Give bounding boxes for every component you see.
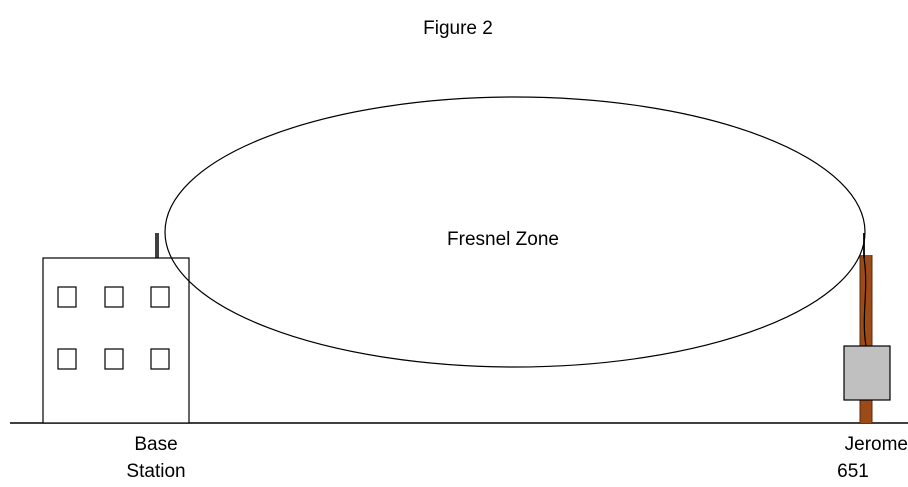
jerome-label-line2: 651 bbox=[818, 460, 888, 483]
building-window bbox=[105, 349, 123, 369]
building-window bbox=[58, 287, 76, 307]
utility-pole bbox=[844, 233, 890, 423]
base-station-label-line1: Base bbox=[116, 433, 196, 456]
base-antenna bbox=[156, 233, 158, 258]
equipment-box bbox=[844, 346, 890, 400]
building-window bbox=[58, 349, 76, 369]
building-window bbox=[151, 287, 169, 307]
building-window bbox=[151, 349, 169, 369]
building-body bbox=[43, 258, 189, 423]
fresnel-zone-label: Fresnel Zone bbox=[413, 228, 593, 251]
jerome-label-line1: Jerome bbox=[818, 433, 908, 456]
building-window bbox=[105, 287, 123, 307]
figure-title: Figure 2 bbox=[414, 17, 502, 40]
base-station-building bbox=[43, 258, 189, 423]
base-station-label-line2: Station bbox=[116, 460, 196, 483]
